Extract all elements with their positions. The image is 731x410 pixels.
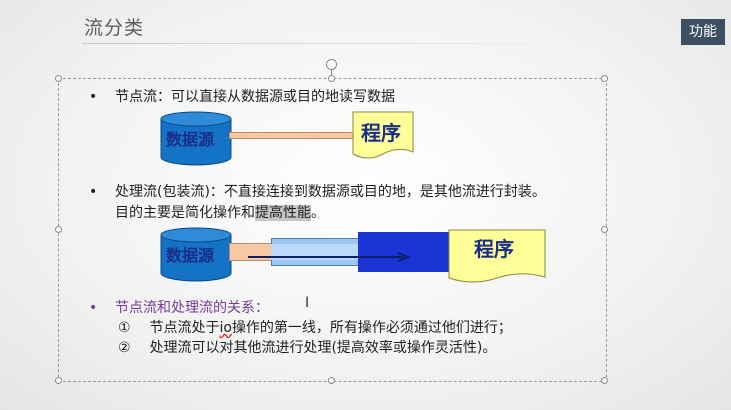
program-label-2: 程序: [474, 237, 514, 261]
data-source-label-1: 数据源: [166, 130, 215, 149]
bullet-dot: •: [89, 300, 98, 316]
function-button[interactable]: 功能: [681, 19, 725, 45]
relation-1-prefix: 节点流处于: [149, 320, 220, 336]
rotate-handle-icon[interactable]: [326, 59, 337, 70]
flow-arrow-icon: [248, 252, 411, 262]
program-label-1: 程序: [361, 121, 401, 145]
rotate-handle-stem: [331, 69, 332, 78]
line2-suffix: 。: [311, 205, 325, 221]
processing-stream-line2: 目的主要是简化操作和提高性能。: [115, 203, 325, 223]
relation-1-io: io: [219, 320, 232, 336]
resize-handle-bottom-left[interactable]: [55, 377, 62, 384]
relation-2-number: ②: [118, 340, 131, 356]
title-underline: [82, 43, 602, 44]
wrapper-pipe-dark: [358, 232, 451, 272]
text-cursor-icon: I: [305, 295, 310, 311]
relation-1-suffix: 操作的第一线，所有操作必须通过他们进行；: [231, 320, 512, 336]
resize-handle-bottom[interactable]: [328, 377, 335, 384]
data-source-cylinder-1: [160, 111, 232, 166]
line2-prefix: 目的主要是简化操作和: [115, 205, 255, 221]
relation-item-1: ① 节点流处于io操作的第一线，所有操作必须通过他们进行；: [118, 318, 512, 338]
resize-handle-left[interactable]: [55, 226, 62, 233]
slide-title: 流分类: [84, 17, 145, 39]
data-source-label-2: 数据源: [166, 246, 215, 265]
data-source-cylinder-2: [160, 227, 232, 282]
processing-stream-line1: 处理流(包装流)：不直接连接到数据源或目的地，是其他流进行封装。: [115, 184, 546, 200]
relation-title: 节点流和处理流的关系：: [115, 300, 269, 316]
bullet-dot: •: [89, 184, 98, 200]
resize-handle-bottom-right[interactable]: [601, 377, 608, 384]
bullet-dot: •: [89, 89, 98, 105]
highlighted-text: 提高性能: [255, 205, 311, 221]
relation-2-text: 处理流可以对其他流进行处理(提高效率或操作灵活性)。: [149, 340, 497, 356]
relation-1-number: ①: [118, 320, 131, 336]
program-box-1: [352, 111, 414, 159]
node-stream-pipe: [229, 132, 354, 139]
resize-handle-right[interactable]: [601, 226, 608, 233]
program-box-2: [448, 229, 546, 283]
resize-handle-top-left[interactable]: [55, 75, 62, 82]
node-stream-text: 节点流：可以直接从数据源或目的地读写数据: [115, 89, 395, 105]
resize-handle-top-right[interactable]: [601, 75, 608, 82]
resize-handle-top[interactable]: [328, 75, 335, 82]
relation-item-2: ② 处理流可以对其他流进行处理(提高效率或操作灵活性)。: [118, 338, 496, 358]
